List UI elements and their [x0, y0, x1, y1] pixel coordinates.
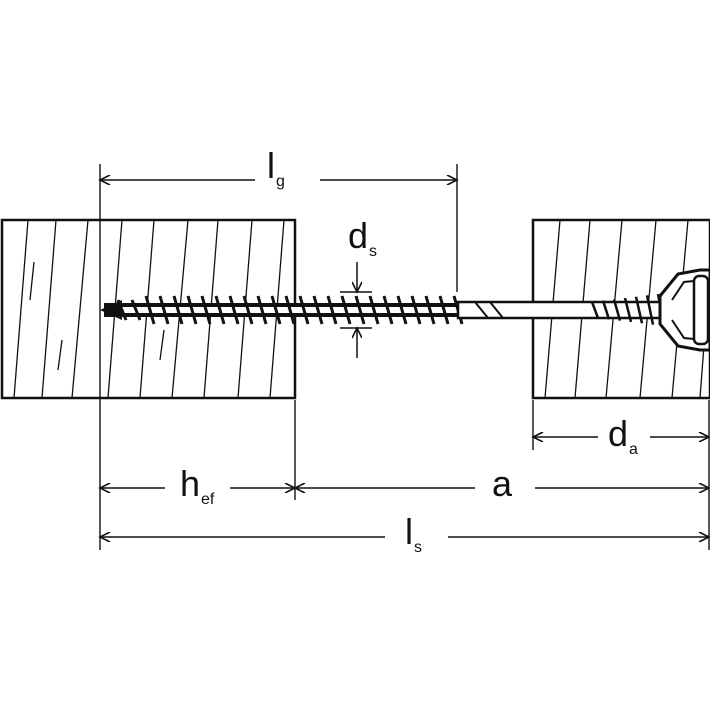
label-hef: hef — [180, 463, 215, 508]
head-thread-turn — [590, 301, 600, 319]
thread-turn — [270, 295, 282, 325]
head-thread-turn — [645, 295, 655, 325]
head-thread-turn — [623, 297, 633, 323]
thread-turn — [116, 299, 128, 321]
label-da: da — [608, 413, 638, 458]
thread-turn — [200, 295, 212, 325]
thread-turn — [396, 295, 408, 325]
head-thread-turn — [634, 296, 644, 324]
thread-turn — [368, 295, 380, 325]
screw-thread — [116, 295, 464, 325]
thread-turn — [172, 295, 184, 325]
thread-turn — [284, 295, 296, 325]
screw-tip — [100, 300, 122, 320]
thread-turn — [424, 295, 436, 325]
label-a: a — [492, 463, 513, 504]
screw-head — [658, 268, 710, 352]
head-thread-turn — [601, 300, 611, 320]
label-lg: lg — [267, 145, 285, 190]
thread-turn — [410, 295, 422, 325]
thread-turn — [382, 295, 394, 325]
thread-turn — [256, 295, 268, 325]
thread-turn — [144, 295, 156, 325]
label-ds: ds — [348, 215, 378, 260]
thread-turn — [130, 299, 142, 321]
screw — [100, 268, 710, 352]
thread-turn — [298, 295, 310, 325]
head-thread-turn — [612, 299, 622, 321]
label-ls: ls — [405, 511, 422, 556]
thread-turn — [438, 295, 450, 325]
thread-turn — [228, 295, 240, 325]
screw-head-thread — [590, 293, 666, 327]
dimension-lines — [100, 180, 709, 537]
thread-turn — [214, 295, 226, 325]
thread-turn — [326, 295, 338, 325]
thread-turn — [340, 295, 352, 325]
thread-turn — [186, 295, 198, 325]
thread-turn — [158, 295, 170, 325]
thread-turn — [242, 295, 254, 325]
thread-turn — [312, 295, 324, 325]
thread-turn — [354, 295, 366, 325]
